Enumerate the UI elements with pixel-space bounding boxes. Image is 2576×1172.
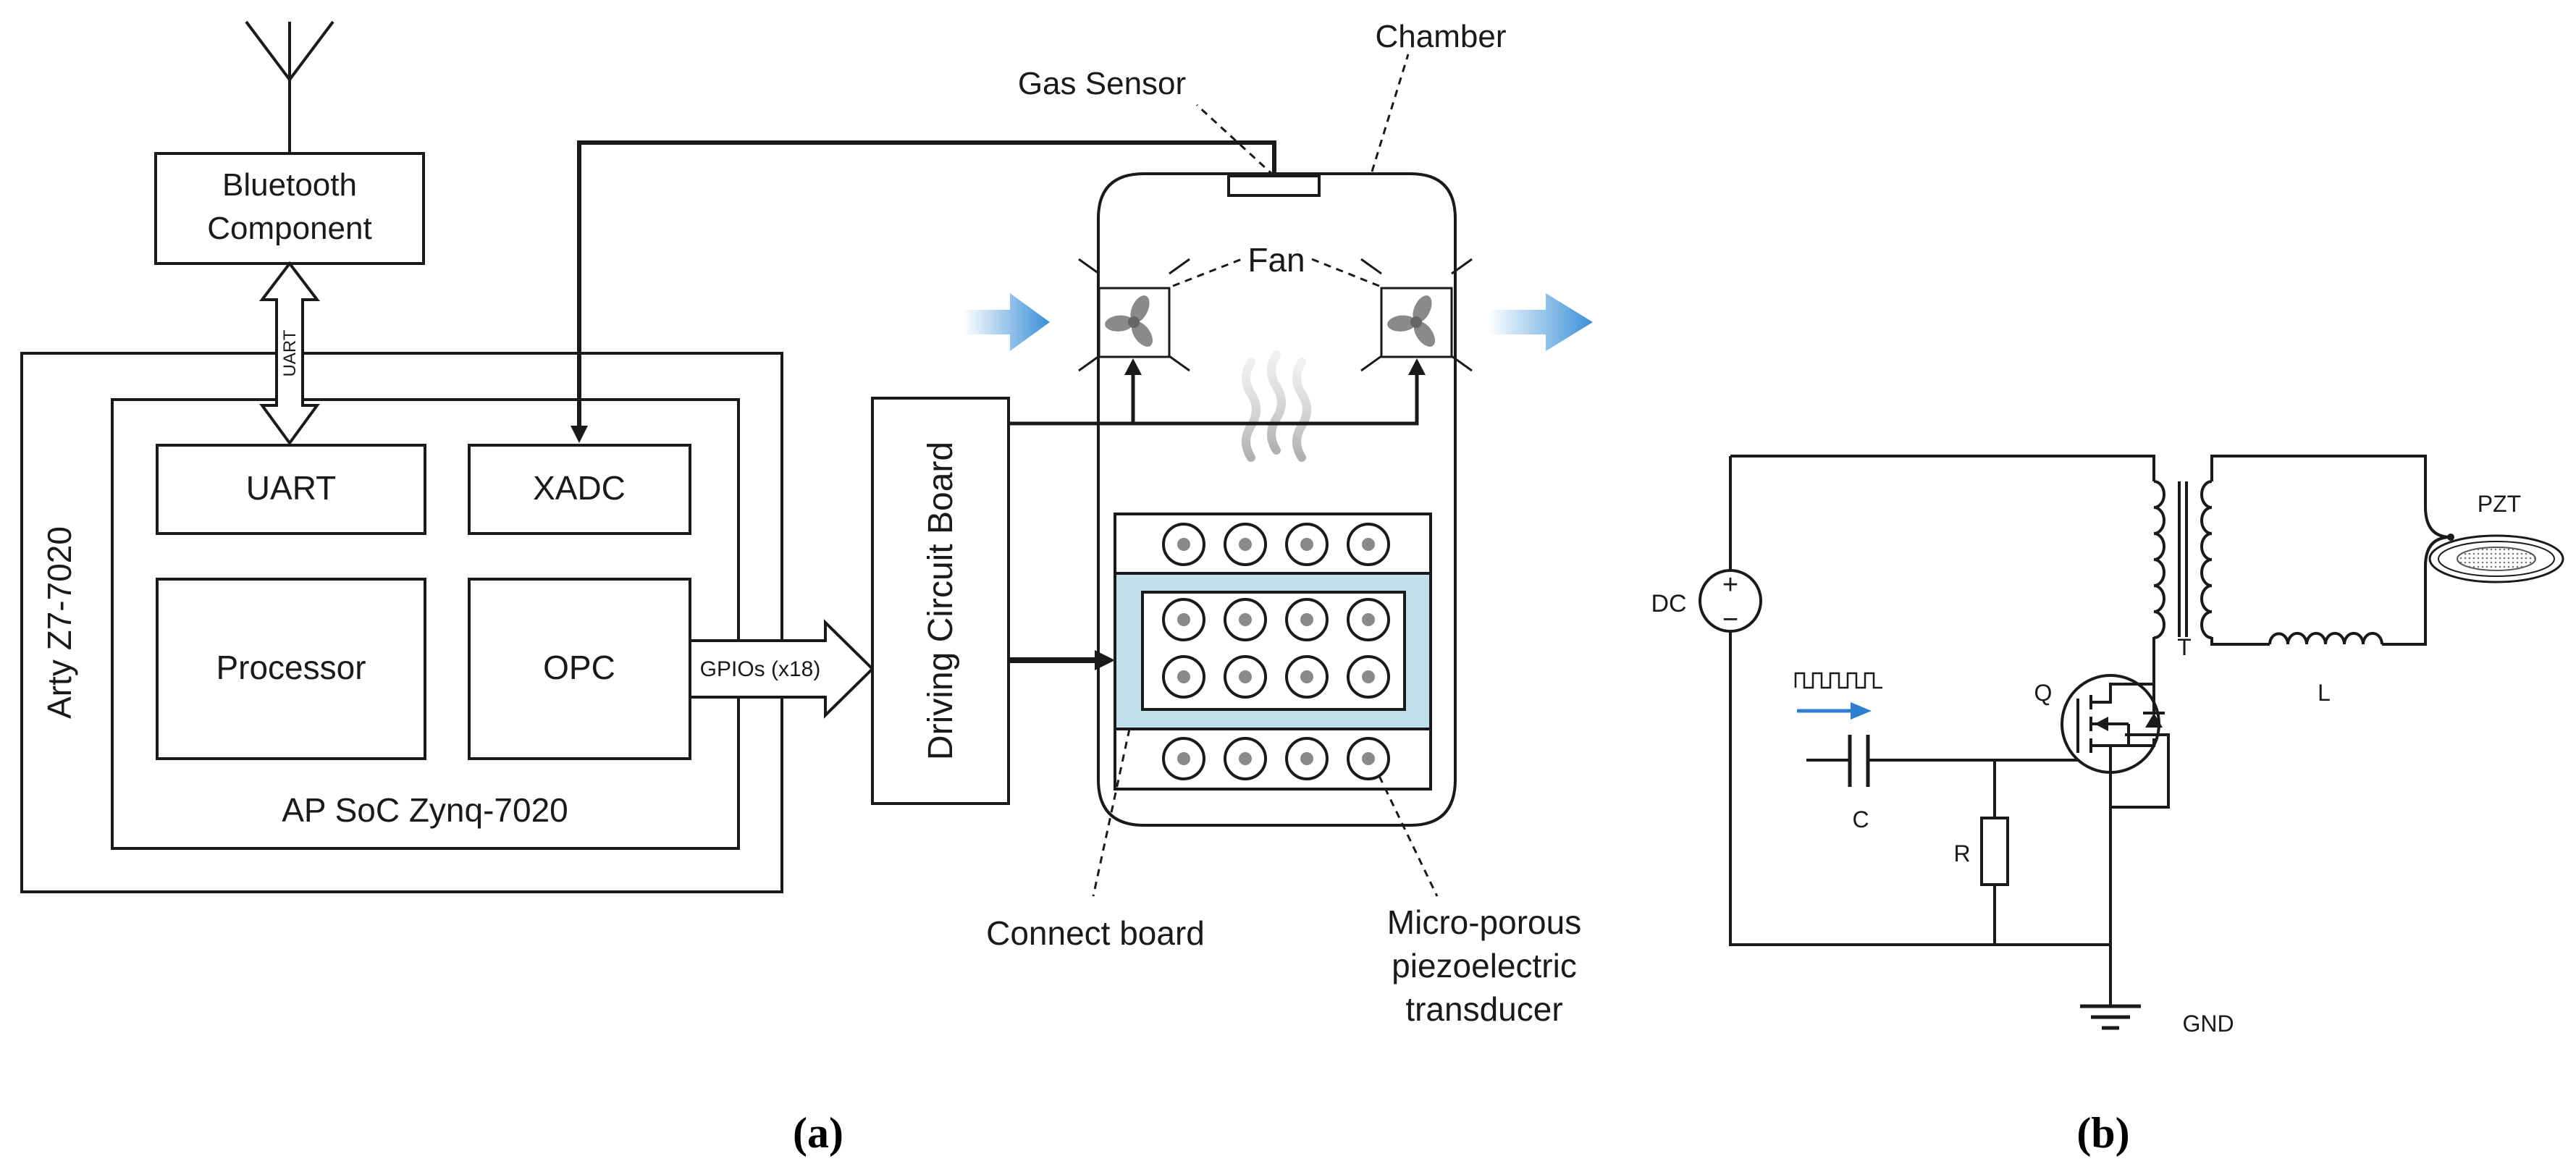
xadc-block	[468, 444, 691, 535]
airflow-in-arrow	[963, 293, 1050, 351]
soc-label: AP SoC Zynq-7020	[282, 791, 568, 829]
ground-icon	[2080, 1004, 2141, 1030]
uart-block	[156, 444, 426, 535]
pzt-label: PZT	[2478, 491, 2521, 517]
driving-circuit-board	[871, 397, 1010, 805]
caption-a: (a)	[793, 1109, 843, 1157]
transformer	[2153, 480, 2213, 639]
opc-label: OPC	[543, 649, 615, 686]
dc-label: DC	[1651, 590, 1686, 617]
dc-source: + − DC	[1651, 569, 1762, 635]
transducer-label-1: Micro-porous	[1387, 903, 1581, 941]
fan-label: Fan	[1247, 241, 1305, 279]
transducer-label-3: transducer	[1405, 990, 1562, 1028]
gpio-bus-arrow: GPIOs (x18)	[689, 619, 875, 719]
panel-a: Bluetooth Component Arty Z7-7020 AP SoC …	[20, 19, 1593, 1157]
dc-minus: −	[1722, 604, 1738, 635]
pzt-element: PZT	[2424, 491, 2564, 583]
uart-label: UART	[246, 469, 336, 507]
sensor-signal-line	[571, 140, 1276, 443]
ground-label: GND	[2182, 1011, 2234, 1037]
uart-bus-label: UART	[280, 329, 300, 376]
inductor	[2268, 631, 2383, 645]
capacitor	[1848, 735, 1870, 787]
driving-label: Driving Circuit Board	[922, 442, 960, 760]
antenna-icon	[245, 20, 334, 152]
gpio-label: GPIOs (x18)	[700, 657, 821, 681]
gas-sensor	[1227, 174, 1321, 197]
fan-icon	[1078, 258, 1190, 372]
caption-b: (b)	[2076, 1109, 2129, 1157]
panel-b: + − DC T L PZT	[1651, 455, 2564, 1157]
pulse-signal-icon	[1794, 672, 1882, 720]
xadc-label: XADC	[533, 469, 626, 507]
processor-label: Processor	[216, 649, 366, 686]
uart-bus-arrow: UART	[258, 261, 321, 446]
dc-plus: +	[1722, 570, 1738, 600]
bluetooth-component: Bluetooth Component	[154, 152, 425, 265]
mosfet	[2056, 674, 2170, 809]
chamber-label: Chamber	[1376, 19, 1507, 54]
resistor	[1980, 817, 2009, 886]
connect-board-label: Connect board	[986, 914, 1205, 952]
processor-block	[156, 578, 426, 760]
fan-control-lines	[1009, 371, 1419, 426]
heat-icon	[1242, 350, 1311, 462]
transformer-label: T	[2177, 634, 2192, 660]
mosfet-label: Q	[2034, 680, 2053, 706]
bluetooth-label-1: Bluetooth	[222, 167, 357, 203]
fan-icon	[1360, 258, 1473, 372]
bluetooth-label-2: Component	[207, 211, 371, 246]
arty-label: Arty Z7-7020	[41, 526, 78, 719]
capacitor-label: C	[1852, 806, 1869, 832]
transducer-label-2: piezoelectric	[1392, 947, 1577, 985]
inductor-label: L	[2318, 680, 2331, 706]
airflow-out-arrow	[1488, 293, 1593, 351]
resistor-label: R	[1953, 840, 1970, 867]
gas-sensor-label: Gas Sensor	[1018, 66, 1186, 101]
transducer-elements	[1162, 523, 1390, 780]
